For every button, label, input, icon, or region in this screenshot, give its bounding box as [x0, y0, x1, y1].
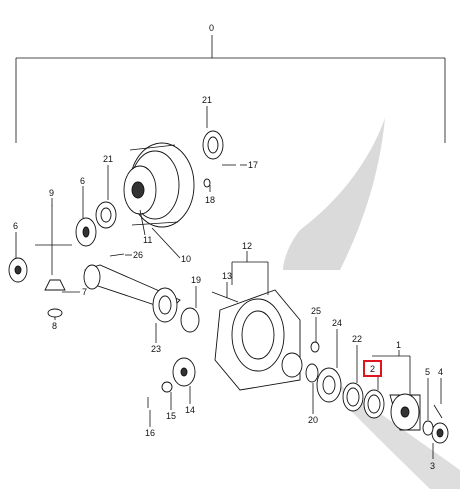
callout-18: 18 — [205, 195, 215, 205]
watermark-shape — [283, 118, 385, 270]
differential-housing — [214, 289, 303, 391]
bolt-25 — [310, 341, 320, 353]
bearing-23 — [152, 287, 178, 323]
bearing-21-lower — [95, 201, 117, 229]
side-gear-6-left — [8, 257, 28, 283]
callout-19: 19 — [191, 275, 201, 285]
side-gear-6-upper — [75, 217, 97, 247]
callout-0: 0 — [209, 23, 214, 33]
ring-2 — [363, 389, 385, 419]
washer-8 — [47, 308, 63, 318]
plug-15 — [161, 381, 173, 393]
callout-24: 24 — [332, 318, 342, 328]
seal-20 — [305, 363, 319, 383]
leader-lines — [15, 106, 442, 459]
bearing-21-upper — [202, 130, 224, 160]
callout-12: 12 — [242, 241, 252, 251]
callout-21b: 21 — [103, 154, 113, 164]
callout-15: 15 — [166, 411, 176, 421]
pinion-gear-7 — [44, 279, 66, 291]
callout-8: 8 — [52, 321, 57, 331]
callout-5: 5 — [425, 367, 430, 377]
callout-3: 3 — [430, 461, 435, 471]
bearing-24 — [316, 367, 342, 403]
callout-23: 23 — [151, 344, 161, 354]
callout-7: 7 — [82, 287, 87, 297]
seal-19 — [180, 307, 200, 333]
callout-21a: 21 — [202, 95, 212, 105]
callout-25: 25 — [311, 306, 321, 316]
nut-3 — [431, 422, 449, 444]
callout-16: 16 — [145, 428, 155, 438]
flange-1 — [389, 393, 421, 431]
callout-14: 14 — [185, 405, 195, 415]
bolt-13 — [211, 291, 239, 303]
assembly-bracket — [15, 35, 446, 143]
callout-17: 17 — [248, 160, 258, 170]
callout-22: 22 — [352, 334, 362, 344]
callout-2: 2 — [370, 364, 375, 374]
callout-6b: 6 — [13, 221, 18, 231]
callout-13: 13 — [222, 271, 232, 281]
callout-4: 4 — [438, 367, 443, 377]
callout-labels: 0 21 17 6 9 18 21 11 26 10 6 7 12 13 19 … — [13, 23, 443, 471]
callout-1: 1 — [396, 340, 401, 350]
callout-26: 26 — [133, 250, 143, 260]
ring-22 — [342, 382, 364, 412]
bolt-26 — [109, 253, 125, 257]
callout-6a: 6 — [80, 176, 85, 186]
callout-9: 9 — [49, 188, 54, 198]
highlight-box — [363, 360, 382, 377]
cross-shaft-9 — [35, 205, 72, 275]
side-gear-14 — [172, 357, 196, 387]
bolt-18 — [203, 178, 211, 188]
ring-gear-assembly — [123, 142, 195, 228]
callout-20: 20 — [308, 415, 318, 425]
pin-4 — [433, 404, 443, 419]
callout-10: 10 — [181, 254, 191, 264]
callout-11: 11 — [143, 235, 152, 245]
washer-5 — [422, 420, 434, 436]
